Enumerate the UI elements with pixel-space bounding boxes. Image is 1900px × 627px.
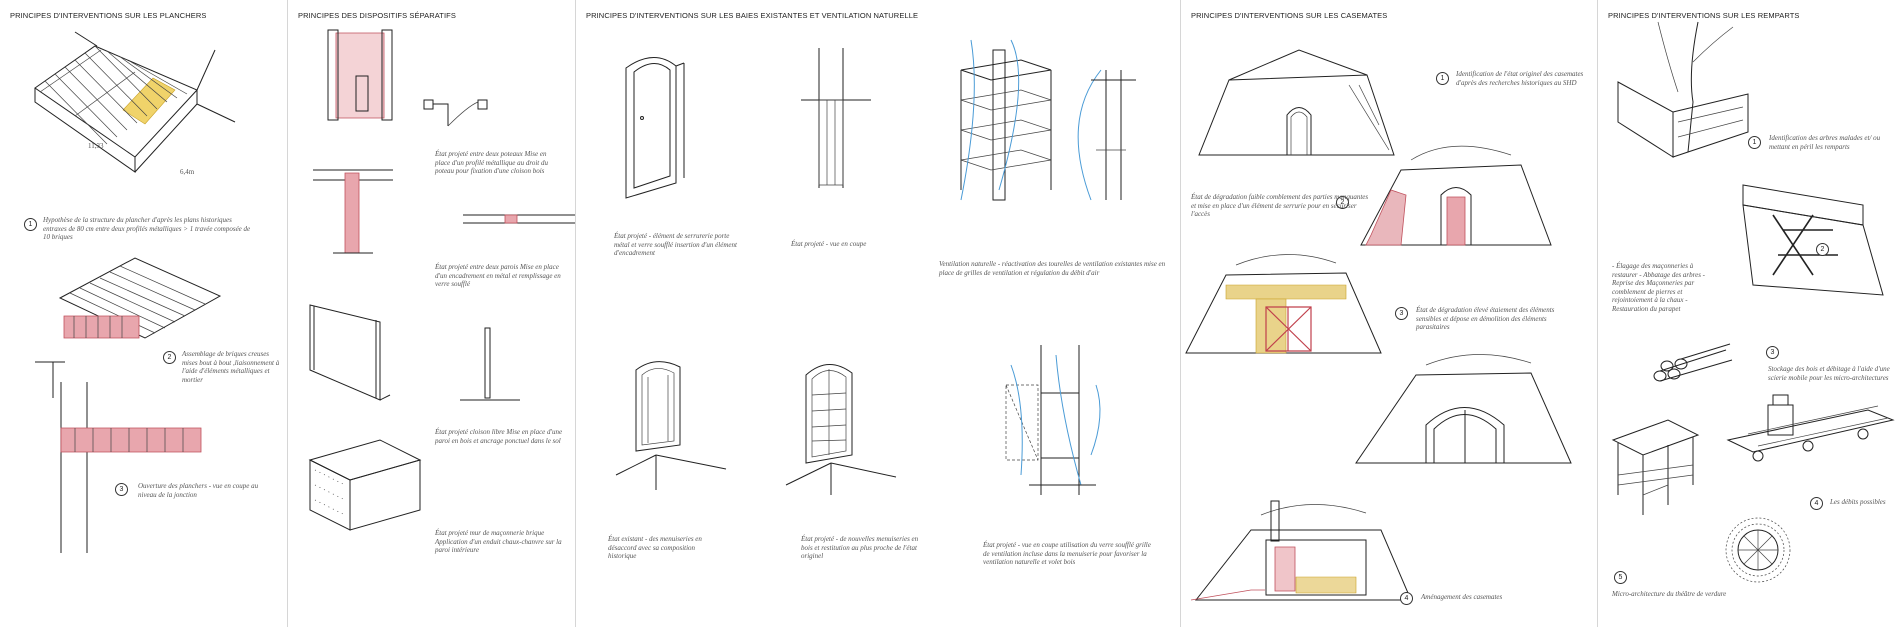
brick-wall-sketch [310, 440, 420, 530]
casemate-original-sketch [1199, 45, 1399, 160]
step-number: 4 [1810, 497, 1823, 510]
brick-assembly-sketch [60, 258, 230, 348]
caption: Stockage des bois et débitage à l'aide d… [1768, 365, 1890, 382]
step-number: 3 [1395, 307, 1408, 320]
caption: État projeté entre deux poteaux Mise en … [435, 150, 548, 176]
step-number: 3 [115, 483, 128, 496]
metal-door-sketch [626, 48, 706, 198]
panel-casemates: PRINCIPES D'INTERVENTIONS SUR LES CASEMA… [1181, 0, 1598, 627]
caption: État de dégradation élevé étaiement des … [1416, 306, 1555, 332]
panel-title: PRINCIPES D'INTERVENTIONS SUR LES BAIES … [586, 11, 919, 20]
step-number: 2 [1816, 243, 1829, 256]
caption: État projeté entre deux parois Mise en p… [435, 263, 561, 289]
caption: - Élagage des maçonneries à restaurer - … [1612, 262, 1705, 313]
step-number: 5 [1614, 571, 1627, 584]
ventilation-tower-sketch [951, 40, 1151, 210]
caption: État projeté - élément de serrurerie por… [614, 232, 737, 258]
free-wall-sketch [310, 300, 570, 410]
caption: Ouverture des planchers - vue en coupe a… [138, 482, 259, 499]
panel-planchers: PRINCIPES D'INTERVENTIONS SUR LES PLANCH… [0, 0, 288, 627]
caption: État projeté - vue en coupe [791, 240, 867, 248]
step-number: 1 [1748, 136, 1761, 149]
micro-architecture-frame-sketch [1608, 415, 1703, 520]
window-section-sketch [1001, 345, 1111, 495]
floor-section-sketch [35, 358, 210, 558]
step-number: 1 [24, 218, 37, 231]
caption: État projeté mur de maçonnerie brique Ap… [435, 529, 562, 555]
step-number: 1 [1436, 72, 1449, 85]
caption: État projeté cloison libre Mise en place… [435, 428, 563, 445]
casemate-layout-sketch [1191, 495, 1416, 605]
caption: État projeté - vue en coupe utilisation … [983, 541, 1151, 567]
caption: Hypothèse de la structure du plancher d'… [43, 216, 251, 242]
step-number: 4 [1400, 592, 1413, 605]
floor-structure-sketch [35, 32, 265, 177]
door-section-sketch [791, 48, 881, 188]
panel-title: PRINCIPES D'INTERVENTIONS SUR LES CASEMA… [1191, 11, 1388, 20]
caption: Micro-architecture du théâtre de verdure [1612, 590, 1727, 598]
mobile-sawmill-sketch [1728, 390, 1893, 465]
step-number: 2 [1336, 196, 1349, 209]
log-pile-sketch [1650, 340, 1740, 385]
caption: Ventilation naturelle - réactivation des… [939, 260, 1166, 277]
panel-title: PRINCIPES D'INTERVENTIONS SUR LES REMPAR… [1608, 11, 1800, 20]
new-window-sketch [786, 355, 896, 495]
caption: État de dégradation faible comblement de… [1191, 193, 1369, 219]
panel-dispositifs-separatifs: PRINCIPES DES DISPOSITIFS SÉPARATIFS Éta… [288, 0, 576, 627]
diseased-trees-sketch [1618, 22, 1748, 157]
dimension-label: 11,33 [88, 142, 104, 150]
caption: Identification de l'état originel des ca… [1456, 70, 1584, 87]
masonry-restoration-sketch [1743, 175, 1883, 315]
caption: Identification des arbres malades et/ ou… [1769, 134, 1881, 151]
panel-title: PRINCIPES DES DISPOSITIFS SÉPARATIFS [298, 11, 456, 20]
caption: État existant - des menuiseries en désac… [608, 535, 702, 561]
casemate-low-damage-sketch [1361, 135, 1551, 250]
panel-remparts: PRINCIPES D'INTERVENTIONS SUR LES REMPAR… [1598, 0, 1900, 627]
step-number: 3 [1766, 346, 1779, 359]
caption: État projeté - de nouvelles menuiseries … [801, 535, 919, 561]
theatre-plan-sketch [1718, 510, 1798, 590]
panel-title: PRINCIPES D'INTERVENTIONS SUR LES PLANCH… [10, 11, 207, 20]
caption: Aménagement des casemates [1421, 593, 1503, 601]
existing-window-sketch [616, 355, 726, 490]
step-number: 2 [163, 351, 176, 364]
caption: Les débits possibles [1830, 498, 1886, 506]
panel-baies-ventilation: PRINCIPES D'INTERVENTIONS SUR LES BAIES … [576, 0, 1181, 627]
wall-between-walls-sketch [313, 165, 563, 260]
wall-between-posts-sketch [328, 28, 488, 123]
caption: Assemblage de briques creuses mises bout… [182, 350, 280, 384]
casemate-high-damage-sketch [1186, 245, 1386, 360]
casemate-restored-sketch [1356, 345, 1571, 465]
dimension-label: 6,4m [180, 168, 195, 176]
